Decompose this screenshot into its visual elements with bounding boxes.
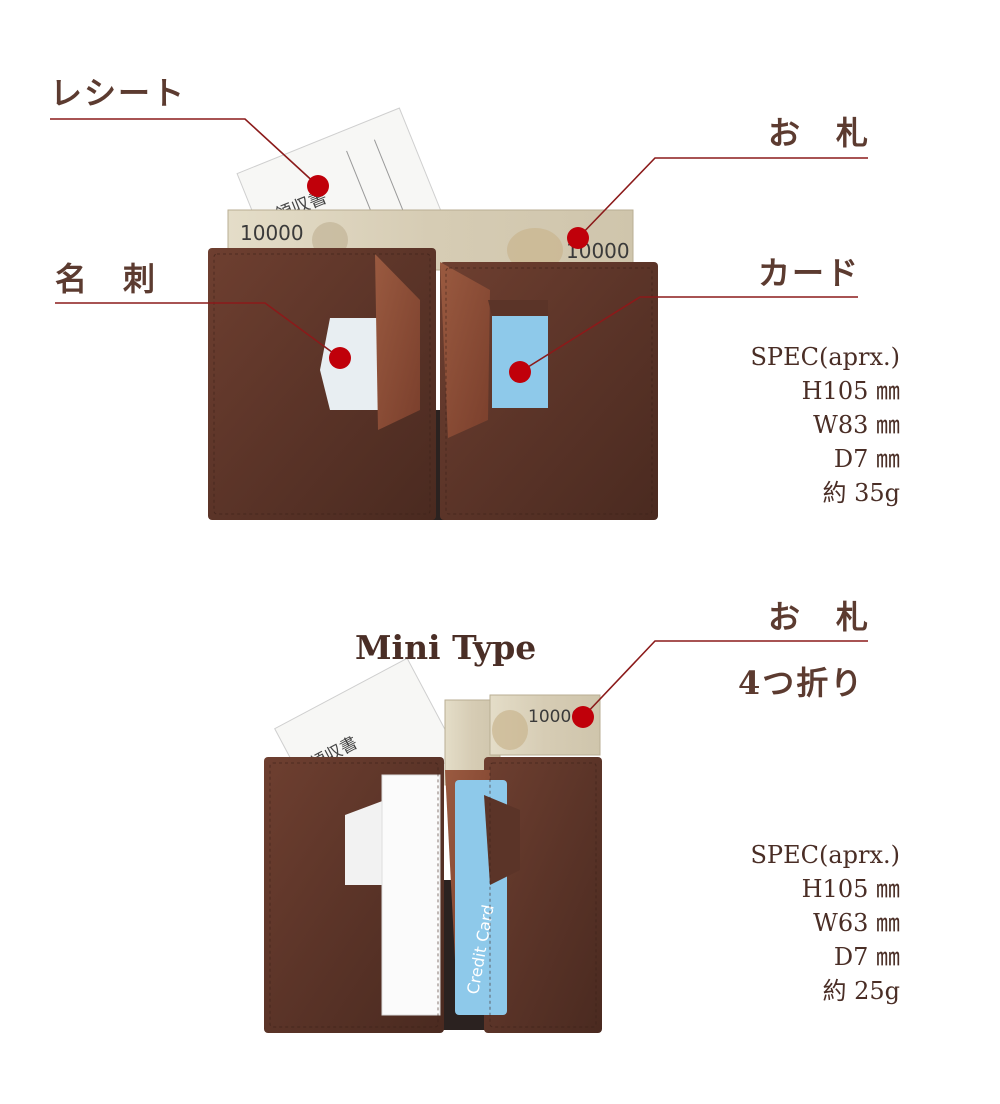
spec-title: SPEC(aprx.) [750, 841, 900, 869]
label-bill-mini: お 札 [768, 598, 871, 636]
spec-standard: SPEC(aprx.) H105 ㎜ W83 ㎜ D7 ㎜ 約 35g [750, 340, 900, 510]
wallet-mini: 領収書 10000 Credit Card [264, 657, 602, 1033]
label-bill: お 札 [768, 114, 871, 152]
label-card: カード [758, 254, 861, 292]
mini-banknote-value: 10000 [528, 707, 582, 727]
spec-width: W83 ㎜ [813, 411, 900, 439]
spec-title: SPEC(aprx.) [750, 343, 900, 371]
label-fold4: 4つ折り [738, 664, 865, 702]
label-receipt: レシート [50, 74, 187, 112]
callout-card [509, 296, 858, 383]
spec-width: W63 ㎜ [813, 909, 900, 937]
callout-bill-mini [572, 640, 868, 728]
spec-weight: 約 35g [822, 479, 900, 507]
label-business-card: 名 刺 [55, 260, 158, 298]
spec-mini: SPEC(aprx.) H105 ㎜ W63 ㎜ D7 ㎜ 約 25g [750, 838, 900, 1008]
left-flap [375, 254, 420, 430]
callout-bill [567, 157, 868, 249]
wallet-standard: 領収書 10000 10000 [208, 107, 658, 520]
callout-receipt [50, 118, 329, 197]
spec-height: H105 ㎜ [801, 875, 900, 903]
banknote: 10000 10000 [227, 209, 634, 272]
mini-business-card [381, 774, 441, 1016]
spec-depth: D7 ㎜ [833, 445, 900, 473]
spec-height: H105 ㎜ [801, 377, 900, 405]
spec-weight: 約 25g [822, 977, 900, 1005]
banknote-value-left: 10000 [240, 221, 304, 245]
mini-type-title: Mini Type [355, 628, 537, 667]
spec-depth: D7 ㎜ [833, 943, 900, 971]
callout-business-card [55, 302, 351, 369]
